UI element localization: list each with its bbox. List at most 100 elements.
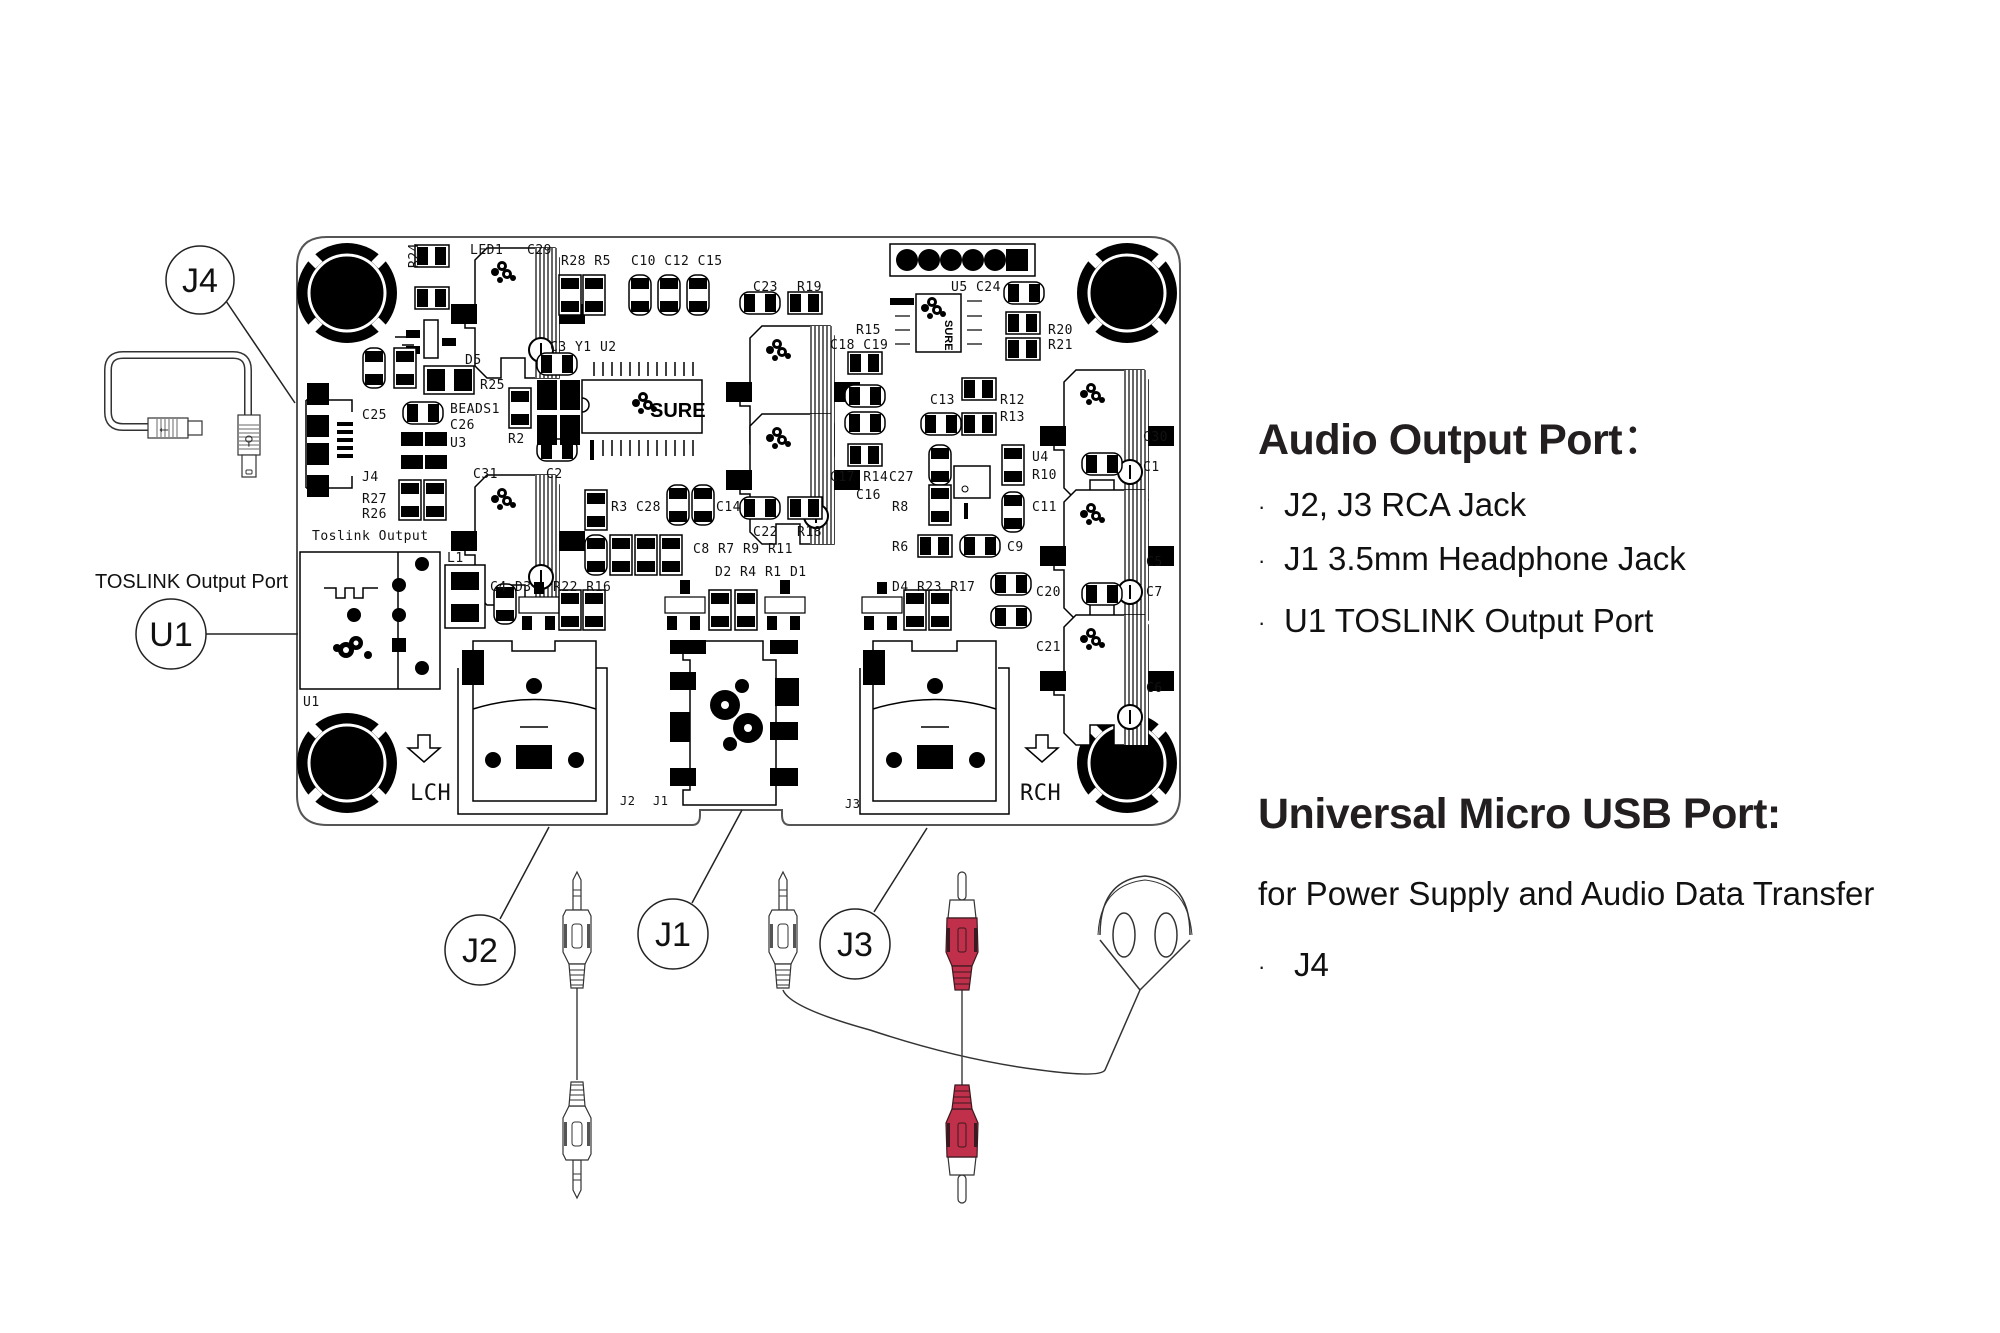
label-c11: C11 [1032, 500, 1057, 515]
label-r21: R21 [1048, 338, 1073, 353]
label-c30: C30 [1143, 430, 1168, 445]
label-c29: C29 [527, 243, 552, 258]
label-r13: R13 [1000, 410, 1025, 425]
label-j4: J4 [362, 470, 379, 485]
bullet-icon: · [1258, 494, 1266, 520]
mounting-hole-bottom-left [297, 713, 397, 813]
rch-arrow-icon [1024, 734, 1060, 763]
label-d2-r4-r1-d1: D2 R4 R1 D1 [715, 565, 807, 580]
usb-description: for Power Supply and Audio Data Transfer [1258, 875, 1875, 912]
label-c13: C13 [930, 393, 955, 408]
label-c8-r7-r9-r11: C8 R7 R9 R11 [693, 542, 793, 557]
callout-j4-label: J4 [182, 262, 218, 300]
svg-text:⚲: ⚲ [244, 434, 254, 449]
label-lch: LCH [410, 781, 451, 806]
label-j1: J1 [653, 794, 668, 808]
label-r26: R26 [362, 507, 387, 522]
label-r15: R15 [856, 323, 881, 338]
label-c14: C14 [716, 500, 741, 515]
callout-j2-label: J2 [462, 932, 498, 970]
label-c20: C20 [1036, 585, 1061, 600]
label-r8: R8 [892, 500, 909, 515]
label-r27: R27 [362, 492, 387, 507]
label-r20: R20 [1048, 323, 1073, 338]
label-rch: RCH [1020, 781, 1061, 806]
usb-item-j4-text: J4 [1294, 946, 1329, 983]
label-r22-r16: R22 R16 [553, 580, 611, 595]
audio-item-headphone: · J1 3.5mm Headphone Jack [1258, 540, 1686, 578]
usb-port-heading: Universal Micro USB Port: [1258, 790, 1781, 838]
label-beads1: BEADS1 [450, 402, 500, 417]
bullet-icon: · [1258, 610, 1266, 636]
label-r10: R10 [1032, 468, 1057, 483]
label-d4-r23-r17: D4 R23 R17 [892, 580, 975, 595]
svg-text:⭠: ⭠ [159, 422, 169, 436]
label-c16: C16 [856, 488, 881, 503]
rca-cable-icon [945, 871, 979, 1204]
label-c2: C2 [546, 467, 563, 482]
usb-item-j4: · J4 [1258, 946, 1329, 984]
label-j2: J2 [620, 794, 635, 808]
callout-u1: U1 [135, 598, 298, 670]
audio-item-toslink-text: U1 TOSLINK Output Port [1284, 602, 1654, 639]
callout-j1: J1 [637, 809, 743, 970]
callout-j2: J2 [444, 826, 550, 986]
label-r18: R18 [797, 525, 822, 540]
chip-brand-label: SURE [650, 400, 706, 422]
label-c7: C7 [1146, 585, 1163, 600]
u5-brand-label: SURE [942, 320, 954, 351]
label-c23: C23 [753, 280, 778, 295]
label-c25: C25 [362, 408, 387, 423]
headphones-icon [1097, 875, 1193, 992]
label-c6: C6 [1146, 681, 1163, 696]
callout-j3-label: J3 [837, 926, 873, 964]
label-c27: C27 [889, 470, 914, 485]
pcb-board: SURE [297, 236, 1180, 826]
bullet-icon: · [1258, 954, 1266, 980]
callout-j3: J3 [819, 827, 928, 980]
audio-output-heading-text: Audio Output Port [1258, 416, 1623, 464]
label-u1: U1 [303, 695, 320, 710]
label-toslink-output: Toslink Output [312, 529, 429, 544]
label-c3-y1-u2: C3 Y1 U2 [550, 340, 617, 355]
usb-cable-icon: ⭠ ⚲ [104, 351, 261, 478]
label-d5: D5 [465, 353, 482, 368]
label-u5-c24: U5 C24 [951, 280, 1001, 295]
u1-toslink-footprint [299, 551, 441, 690]
label-r25: R25 [480, 378, 505, 393]
pin-header [889, 243, 1036, 277]
label-c31: C31 [473, 467, 498, 482]
audio-item-rca: · J2, J3 RCA Jack [1258, 486, 1526, 524]
callout-j4: J4 [165, 245, 296, 404]
audio-item-headphone-text: J1 3.5mm Headphone Jack [1284, 540, 1686, 577]
label-c10-c12-c15: C10 C12 C15 [631, 254, 723, 269]
j2-rca-footprint [457, 640, 608, 815]
label-r24: R24 [407, 243, 422, 268]
label-led1: LED1 [470, 243, 503, 258]
label-r3-c28: R3 C28 [611, 500, 661, 515]
label-c5: C5 [1146, 555, 1163, 570]
label-c9: C9 [1007, 540, 1024, 555]
label-l1: L1 [447, 551, 464, 566]
j4-usb-footprint [305, 383, 353, 497]
stereo-cable-icon [562, 871, 592, 1199]
pcb-silkscreen-labels: R24 LED1 C29 R28 R5 C10 C12 C15 C23 R19 … [303, 243, 1168, 811]
audio-item-rca-text: J2, J3 RCA Jack [1284, 486, 1527, 523]
toslink-port-label: TOSLINK Output Port [95, 571, 288, 593]
label-c22: C22 [753, 525, 778, 540]
label-r2: R2 [508, 432, 525, 447]
audio-item-toslink: · U1 TOSLINK Output Port [1258, 602, 1653, 640]
label-c4-d3: C4 D3 [490, 580, 532, 595]
mounting-hole-top-left [297, 243, 397, 343]
callout-u1-label: U1 [149, 616, 192, 654]
audio-output-heading: Audio Output Port： [1258, 405, 1665, 467]
u2-chip: SURE [581, 362, 706, 460]
label-r19: R19 [797, 280, 822, 295]
lch-arrow-icon [406, 734, 442, 763]
callout-j1-label: J1 [655, 916, 691, 954]
label-j3: J3 [845, 797, 860, 811]
bullet-icon: · [1258, 548, 1266, 574]
u5-chip: SURE [890, 293, 982, 353]
label-u3: U3 [450, 436, 467, 451]
